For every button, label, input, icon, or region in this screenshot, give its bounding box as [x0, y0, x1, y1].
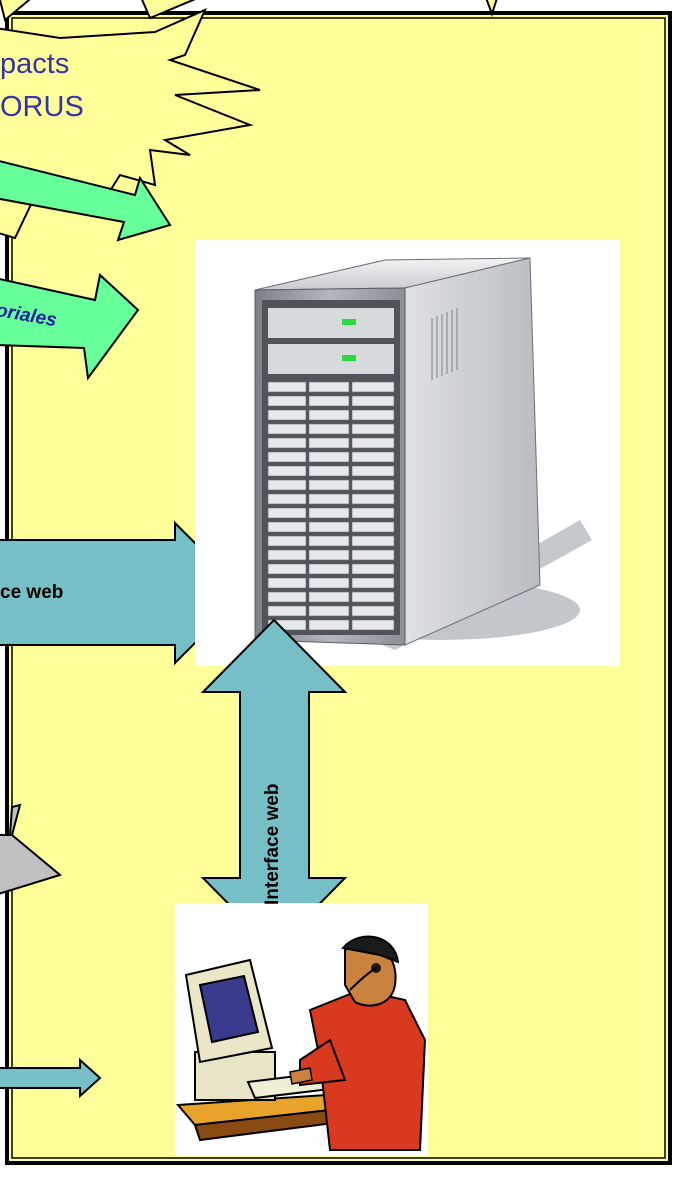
operator-at-computer-icon: [175, 903, 428, 1156]
green-arrow-lower: [0, 273, 140, 381]
bubble-text-line1: pacts: [0, 48, 70, 80]
server-tower-icon: [195, 240, 620, 666]
vertical-arrow-label: Interface web: [262, 783, 283, 905]
web-arrow-label: ce web: [0, 582, 64, 603]
grey-callout: [0, 803, 63, 895]
green-arrow-upper: [0, 160, 172, 242]
bubble-text-line2: ORUS: [0, 91, 84, 123]
explosion-bubble: [0, 0, 498, 240]
small-teal-arrow: [0, 1057, 102, 1099]
